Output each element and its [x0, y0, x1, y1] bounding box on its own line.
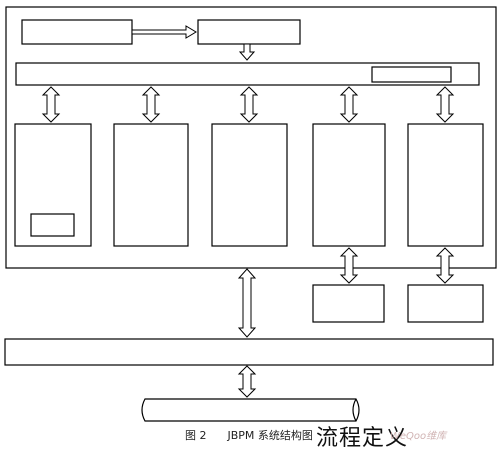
component-box-4 — [312, 123, 386, 247]
component-1-inner-box — [30, 213, 75, 237]
process-box — [197, 19, 301, 45]
database-cylinder — [141, 398, 360, 422]
figure-caption: 图 2 JBPM 系统结构图 — [185, 427, 313, 443]
figure-title: JBPM 系统结构图 — [227, 429, 313, 442]
figure-label: 图 2 — [185, 429, 207, 442]
double-arrow-3 — [239, 86, 259, 123]
persistence-layer — [4, 338, 494, 366]
arrow-down-hollow — [238, 43, 256, 61]
component-box-3 — [211, 123, 288, 247]
arrow-right-hollow — [131, 25, 197, 39]
service-bus — [15, 62, 480, 86]
bus-inner-box — [371, 66, 452, 83]
external-box-2 — [407, 284, 484, 323]
system-boundary — [5, 6, 497, 269]
overlay-heading: 流程定义 — [316, 426, 409, 451]
watermark: WeQoo维库 — [390, 431, 447, 442]
double-arrow-1 — [41, 86, 61, 123]
arrow-persistence-to-database — [237, 365, 257, 398]
double-arrow-5 — [435, 86, 455, 123]
double-arrow-2 — [141, 86, 161, 123]
double-arrow-7 — [435, 247, 455, 284]
component-box-2 — [113, 123, 189, 247]
input-box — [21, 19, 133, 45]
double-arrow-4 — [339, 86, 359, 123]
arrows-bus-to-components — [41, 86, 455, 123]
external-box-1 — [312, 284, 385, 323]
arrows-components-to-external — [339, 247, 455, 284]
arrow-system-to-persistence — [237, 268, 257, 338]
component-box-5 — [407, 123, 484, 247]
double-arrow-6 — [339, 247, 359, 284]
